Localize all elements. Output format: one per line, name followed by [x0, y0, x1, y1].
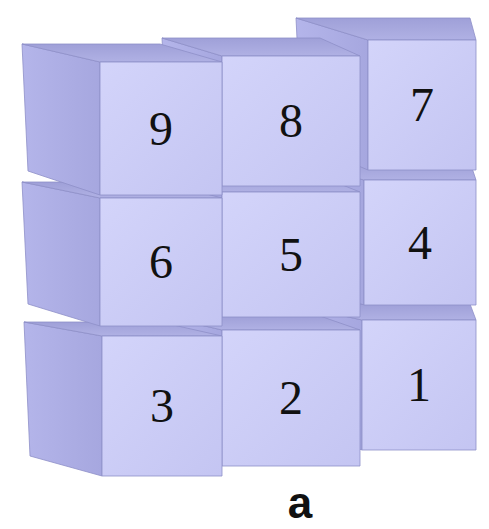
figure-caption: a: [288, 481, 312, 525]
cube-face: [222, 330, 360, 466]
cube-box: 4: [364, 180, 476, 305]
cube-face: [22, 44, 100, 195]
cube-face: [100, 62, 222, 195]
cube-box: 3: [102, 336, 222, 476]
cube-number: 9: [149, 105, 173, 153]
cube-number: 2: [279, 374, 303, 422]
cube-face: [22, 182, 100, 326]
cube-box: 9: [100, 62, 222, 195]
cube-number: 5: [279, 231, 303, 279]
cube-box: 7: [368, 40, 476, 170]
cube-face: [22, 44, 222, 62]
cube-face: [222, 56, 360, 186]
cube-number: 8: [279, 97, 303, 145]
cube-number: 7: [410, 81, 434, 129]
cube-number: 4: [408, 219, 432, 267]
cube-face: [368, 40, 476, 170]
cube-face: [24, 322, 102, 476]
cube-box: 6: [100, 198, 222, 326]
cube-number: 6: [149, 238, 173, 286]
cube-face: [222, 192, 360, 317]
cube-face: [102, 336, 222, 476]
cube-box: 5: [222, 192, 360, 317]
cube-face: [364, 180, 476, 305]
cube-face: [296, 18, 476, 40]
cube-number: 3: [150, 382, 174, 430]
cube-face: [362, 320, 476, 450]
cube-box: 8: [222, 56, 360, 186]
cube-face: [100, 198, 222, 326]
cube-box: 2: [222, 330, 360, 466]
cube-box: 1: [362, 320, 476, 450]
cube-number: 1: [407, 361, 431, 409]
